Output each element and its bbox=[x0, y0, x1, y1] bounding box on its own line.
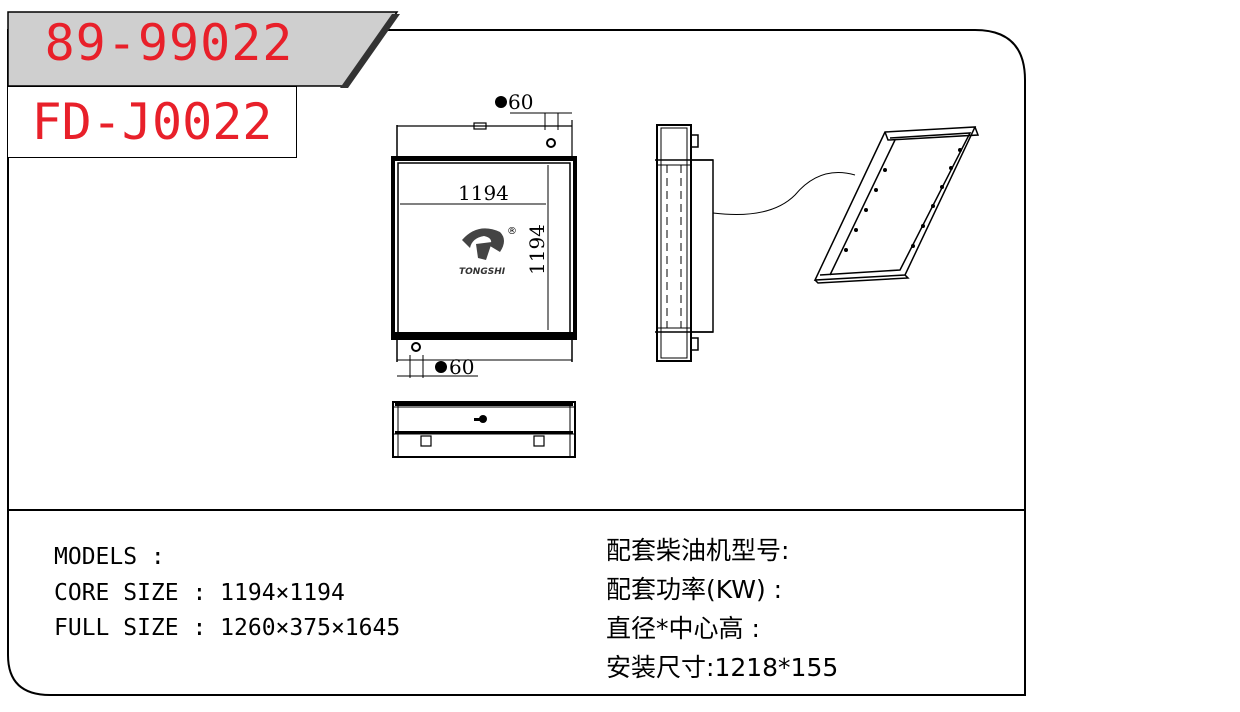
engine-model-label: 配套柴油机型号: bbox=[606, 536, 790, 565]
sheet-frame bbox=[7, 29, 1026, 696]
logo-registered-mark: ® bbox=[507, 226, 517, 237]
core-width-label: 1194 bbox=[458, 181, 509, 205]
top-diameter-label: 60 bbox=[508, 90, 533, 114]
full-size-row: FULL SIZE : 1260×375×1645 bbox=[54, 615, 400, 641]
full-size-label: FULL SIZE : bbox=[54, 615, 221, 641]
product-code: FD-J0022 bbox=[31, 93, 273, 151]
full-size-value: 1260×375×1645 bbox=[220, 615, 401, 641]
leader-line bbox=[712, 172, 856, 216]
mounting-bracket bbox=[813, 126, 980, 284]
top-view bbox=[392, 401, 576, 458]
top-view-rivets bbox=[395, 403, 573, 434]
logo-text: TONGSHI bbox=[459, 267, 506, 277]
bracket-holes bbox=[844, 148, 962, 252]
models-label: MODELS : bbox=[54, 544, 165, 570]
part-number: 89-99022 bbox=[44, 14, 294, 72]
top-diameter-symbol bbox=[495, 96, 507, 108]
diameter-center-label: 直径*中心高 : bbox=[606, 614, 760, 643]
power-label: 配套功率(KW) : bbox=[606, 575, 783, 604]
install-size-value: 1218*155 bbox=[714, 653, 839, 682]
brand-logo: ® TONGSHI bbox=[459, 226, 517, 277]
core-size-value: 1194×1194 bbox=[220, 580, 345, 606]
part-tag-shadow bbox=[340, 14, 400, 88]
product-code-box: FD-J0022 bbox=[8, 86, 297, 158]
core-rivets bbox=[395, 157, 573, 336]
bottom-diameter-symbol bbox=[435, 361, 447, 373]
install-size-row: 安装尺寸:1218*155 bbox=[606, 648, 838, 684]
core-height-label: 1194 bbox=[525, 224, 549, 275]
install-size-label: 安装尺寸: bbox=[606, 653, 715, 682]
core-size-row: CORE SIZE : 1194×1194 bbox=[54, 580, 345, 606]
side-view bbox=[655, 124, 714, 362]
core-size-label: CORE SIZE : bbox=[54, 580, 221, 606]
bottom-diameter-label: 60 bbox=[449, 355, 474, 379]
